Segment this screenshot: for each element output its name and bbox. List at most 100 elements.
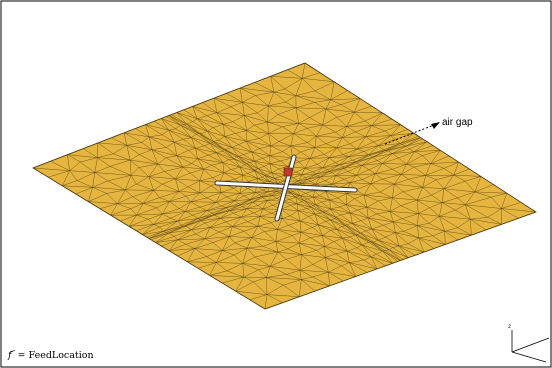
mesh-edge [94, 157, 98, 173]
mesh-edge [270, 259, 287, 267]
mesh-edge [335, 217, 347, 225]
mesh-edge [199, 201, 217, 208]
mesh-edge [295, 102, 315, 109]
mesh-edge [287, 62, 306, 71]
mesh-edge [375, 163, 383, 174]
mesh-edge [316, 136, 326, 144]
mesh-edge [126, 145, 140, 155]
mesh-edge [240, 82, 255, 89]
mesh-edge [270, 69, 288, 77]
mesh-edge [330, 218, 336, 221]
mesh-edge [251, 237, 264, 247]
mesh-edge [210, 143, 224, 152]
mesh-edge [194, 248, 223, 251]
mesh-edge [151, 149, 159, 165]
mesh-edge [216, 152, 235, 160]
mesh-edge [366, 207, 377, 215]
mesh-edge [442, 202, 456, 211]
mesh-edge [228, 159, 241, 168]
mesh-edge [310, 237, 325, 247]
mesh-edge [298, 177, 306, 182]
mesh-edge [190, 201, 201, 208]
mesh-edge [321, 199, 330, 203]
mesh-edge [168, 130, 184, 140]
mesh-edge [130, 208, 137, 216]
mesh-edge [226, 270, 244, 278]
mesh-edge [123, 132, 128, 146]
mesh-edge [307, 128, 317, 137]
mesh-edge [97, 153, 114, 158]
mesh-edge [348, 154, 369, 157]
mesh-edge [373, 135, 391, 143]
mesh-edge [354, 198, 368, 208]
mesh-edge [398, 243, 409, 247]
mesh-edge [242, 95, 256, 103]
mesh-edge [337, 229, 356, 236]
mesh-edge [471, 229, 487, 236]
mesh-edge [191, 227, 210, 230]
mesh-edge [406, 145, 410, 150]
mesh-edge [330, 229, 338, 231]
mesh-edge [307, 136, 317, 143]
mesh-edge [222, 162, 225, 173]
mesh-edge [307, 196, 314, 200]
mesh-edge [257, 225, 278, 230]
mesh-edge [135, 128, 150, 138]
feed-location-legend: f= FeedLocation [8, 350, 94, 361]
mesh-edge [330, 219, 342, 227]
mesh-edge [234, 158, 246, 165]
mesh-edge [163, 220, 178, 232]
mesh-edge [370, 183, 381, 193]
mesh-edge [313, 167, 323, 173]
mesh-edge [183, 124, 200, 134]
mesh-edge [267, 121, 283, 127]
mesh-edge [159, 220, 178, 228]
mesh-edge [341, 265, 356, 277]
mesh-edge [345, 204, 351, 214]
mesh-edge [146, 237, 150, 239]
mesh-edge [270, 163, 288, 167]
mesh-edge [138, 167, 149, 177]
mesh-edge [299, 264, 314, 271]
mesh-edge [356, 136, 366, 150]
mesh-edge [355, 125, 372, 133]
mesh-edge [239, 204, 243, 207]
mesh-edge [214, 215, 221, 219]
mesh-edge [180, 124, 184, 126]
mesh-edge [227, 204, 240, 211]
mesh-edge [282, 151, 293, 158]
mesh-edge [400, 133, 415, 144]
mesh-edge [425, 168, 445, 176]
mesh-edge [342, 237, 363, 246]
mesh-edge [257, 222, 272, 227]
mesh-edge [322, 235, 343, 239]
mesh-edge [188, 150, 198, 159]
mesh-edge [315, 204, 331, 210]
mesh-edge [295, 197, 298, 204]
mesh-edge [382, 250, 385, 252]
mesh-edge [191, 163, 204, 170]
mesh-edge [382, 112, 393, 120]
mesh-edge [417, 199, 443, 203]
mesh-edge [230, 106, 245, 116]
mesh-edge [207, 131, 214, 142]
mesh-edge [311, 207, 321, 214]
mesh-edge [314, 190, 326, 192]
mesh-edge [352, 159, 357, 163]
mesh-edge [264, 175, 273, 180]
mesh-edge [453, 168, 470, 176]
mesh-edge [247, 173, 259, 179]
mesh-edge [431, 188, 444, 196]
mesh-edge [329, 197, 338, 201]
mesh-edge [238, 144, 253, 153]
mesh-edge [269, 191, 277, 195]
mesh-edge [355, 272, 368, 277]
mesh-edge [369, 163, 383, 170]
mesh-edge [439, 216, 458, 228]
mesh-edge [148, 232, 167, 239]
mesh-edge [32, 160, 51, 169]
mesh-edge [371, 256, 393, 264]
mesh-edge [506, 193, 522, 203]
mesh-edge [418, 235, 434, 239]
mesh-edge [257, 112, 268, 123]
